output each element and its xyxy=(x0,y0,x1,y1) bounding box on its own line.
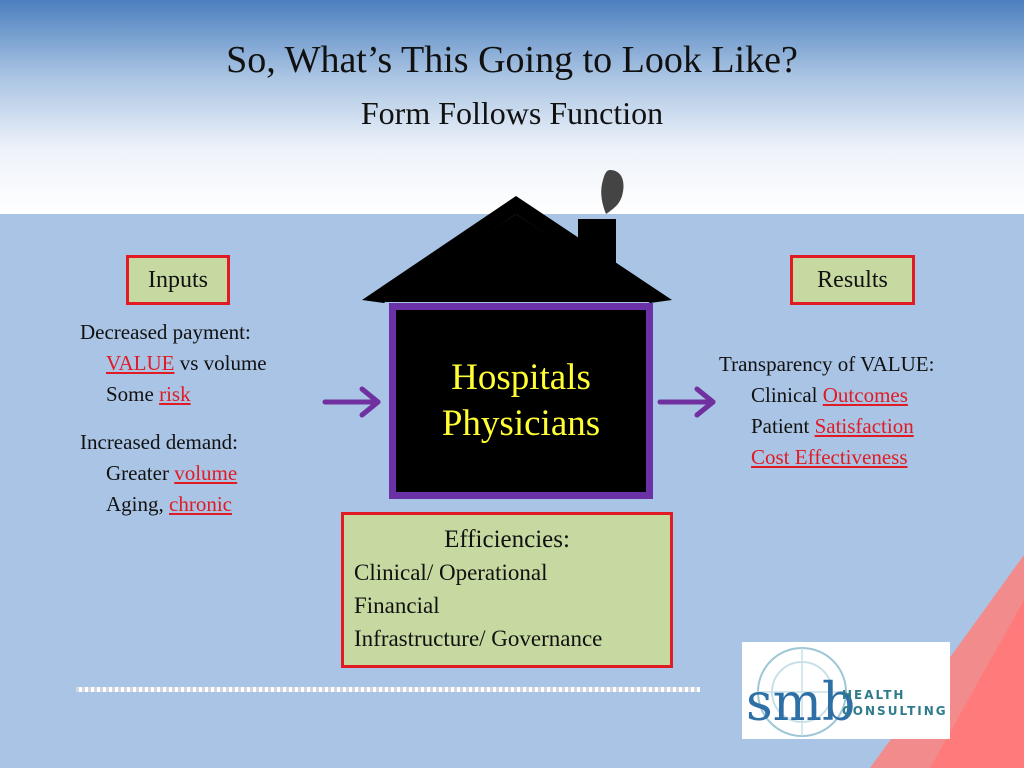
chronic-word: chronic xyxy=(169,492,232,516)
aging-text: Aging, xyxy=(106,492,169,516)
greater-text: Greater xyxy=(106,461,175,485)
results-label-box: Results xyxy=(790,255,915,305)
risk-line: Some risk xyxy=(80,379,267,410)
core-line-hospitals: Hospitals xyxy=(451,357,591,398)
logo-letters: smb xyxy=(746,673,855,733)
risk-word: risk xyxy=(159,382,191,406)
header-gradient xyxy=(0,0,1024,214)
payment-heading: Decreased payment: xyxy=(80,320,251,344)
core-box: Hospitals Physicians xyxy=(389,303,653,499)
efficiency-item: Financial xyxy=(354,593,440,618)
cost-line: Cost Effectiveness xyxy=(719,442,934,473)
slide-subtitle: Form Follows Function xyxy=(360,95,664,131)
roof-shape xyxy=(362,196,672,303)
dotted-divider xyxy=(76,687,700,692)
satisfaction-line: Patient Satisfaction xyxy=(719,411,934,442)
inputs-label-box: Inputs xyxy=(126,255,230,305)
chimney-smoke-shape xyxy=(601,170,624,214)
chimney-shape xyxy=(578,219,616,281)
some-text: Some xyxy=(106,382,160,406)
slide-title: So, What’s This Going to Look Like? xyxy=(226,39,798,81)
company-logo: smb HEALTH CONSULTING xyxy=(742,642,950,739)
outcomes-line: Clinical Outcomes xyxy=(719,380,934,411)
results-heading: Transparency of VALUE: xyxy=(719,352,935,376)
cost-effectiveness-word: Cost Effectiveness xyxy=(751,445,908,469)
efficiency-item: Clinical/ Operational xyxy=(354,560,548,585)
efficiencies-title: Efficiencies: xyxy=(444,526,570,553)
output-arrow-icon xyxy=(657,386,716,418)
results-block: Transparency of VALUE: Clinical Outcomes… xyxy=(719,349,934,473)
efficiency-item: Infrastructure/ Governance xyxy=(354,626,603,651)
value-line: VALUE vs volume xyxy=(80,348,267,379)
volume-word: volume xyxy=(174,461,238,485)
core-line-physicians: Physicians xyxy=(441,403,601,444)
input-arrow-icon xyxy=(322,386,381,418)
inputs-demand-block: Increased demand: Greater volume Aging, … xyxy=(80,427,238,520)
patient-text: Patient xyxy=(751,414,815,438)
value-rest: vs volume xyxy=(174,351,267,375)
efficiencies-box: Efficiencies: Clinical/ Operational Fina… xyxy=(341,512,673,668)
inputs-payment-block: Decreased payment: VALUE vs volume Some … xyxy=(80,317,267,410)
logo-word-health: HEALTH xyxy=(842,688,906,702)
outcomes-word: Outcomes xyxy=(822,383,908,407)
volume-line: Greater volume xyxy=(80,458,238,489)
logo-graphic: smb xyxy=(746,647,855,737)
demand-heading: Increased demand: xyxy=(80,430,239,454)
chronic-line: Aging, chronic xyxy=(80,489,238,520)
clinical-text: Clinical xyxy=(751,383,823,407)
satisfaction-word: Satisfaction xyxy=(814,414,914,438)
value-word: VALUE xyxy=(106,351,175,375)
logo-word-consulting: CONSULTING xyxy=(842,704,948,718)
